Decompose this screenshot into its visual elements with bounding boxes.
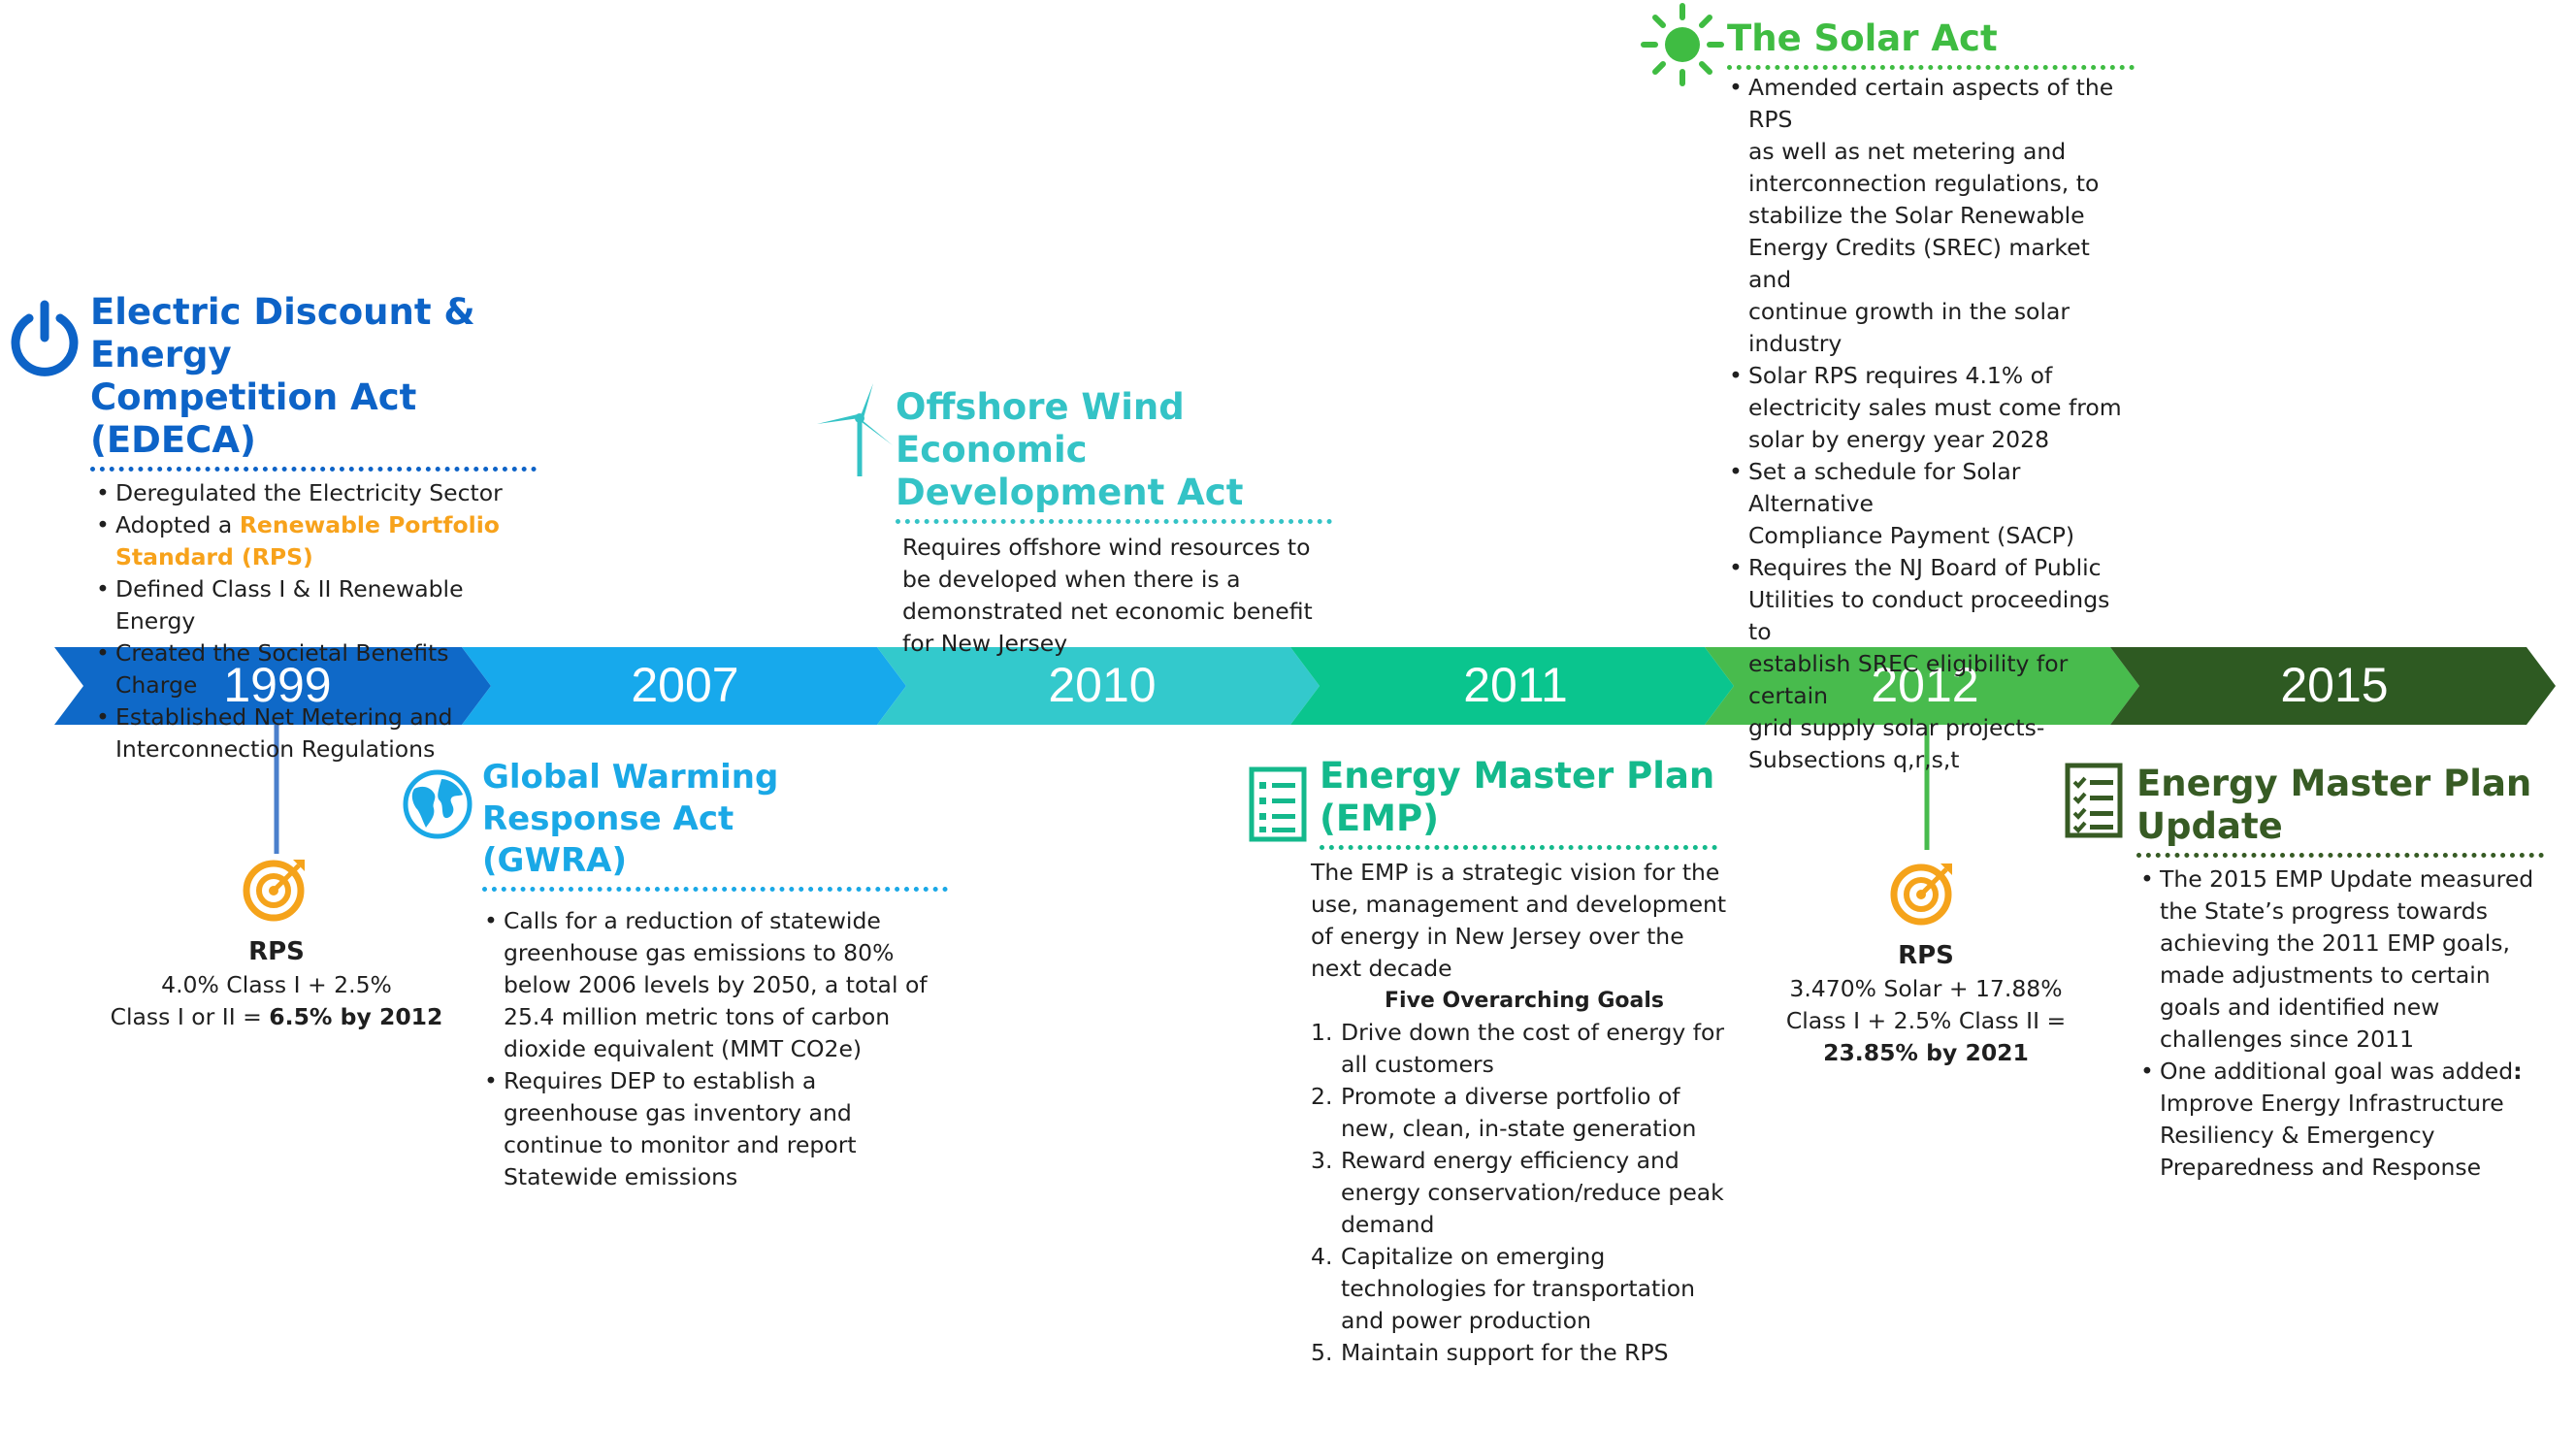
rps-2012-line2: Class I + 2.5% Class II = <box>1785 1007 2067 1034</box>
list-item: Requires the NJ Board of PublicUtilities… <box>1727 552 2135 776</box>
target-icon <box>243 860 305 922</box>
gwra-title: Global Warming Response Act (GWRA) <box>482 757 948 892</box>
emp-update-title: Energy Master Plan Update <box>2136 763 2544 858</box>
list-item: Established Net Metering andInterconnect… <box>94 701 537 765</box>
edeca-bullets: Deregulated the Electricity Sector Adopt… <box>94 477 537 765</box>
power-icon <box>11 300 79 376</box>
emp-title-line1: Energy Master Plan <box>1320 755 1715 797</box>
edeca-title-line2: Competition Act (EDECA) <box>90 376 417 461</box>
rps-1999-line2: Class I or II = 6.5% by 2012 <box>110 1003 443 1030</box>
timeline-segment-2010 <box>877 647 1320 725</box>
year-2010: 2010 <box>1048 658 1157 712</box>
target-icon <box>1890 863 1952 926</box>
rps-2012: RPS 3.470% Solar + 17.88% Class I + 2.5%… <box>1737 938 2115 1069</box>
gwra-title-line2: (GWRA) <box>482 841 627 880</box>
timeline-segment-2011 <box>1290 647 1734 725</box>
list-item: Created the Societal Benefits Charge <box>94 637 537 701</box>
sun-icon <box>1641 3 1724 86</box>
emp-block: Energy Master Plan (EMP) <box>1320 755 1717 850</box>
timeline-segment-2015 <box>2110 647 2556 725</box>
emp-title: Energy Master Plan (EMP) <box>1320 755 1717 850</box>
year-2015: 2015 <box>2280 658 2389 712</box>
gwra-block: Global Warming Response Act (GWRA) Calls… <box>482 757 948 1193</box>
rps-1999-line1: 4.0% Class I + 2.5% <box>161 971 392 998</box>
list-item: One additional goal was added:Improve En… <box>2138 1056 2544 1184</box>
rps-2012-line1: 3.470% Solar + 17.88% <box>1789 975 2063 1002</box>
edeca-title: Electric Discount & Energy Competition A… <box>90 291 537 472</box>
edeca-block: Electric Discount & Energy Competition A… <box>90 291 537 765</box>
year-2011: 2011 <box>1463 658 1568 712</box>
gwra-title-line1: Global Warming Response Act <box>482 758 779 838</box>
rps-2012-title: RPS <box>1898 941 1954 970</box>
emp-goals-title: Five Overarching Goals <box>1385 989 1664 1013</box>
year-2007: 2007 <box>631 658 739 712</box>
gwra-bullets: Calls for a reduction of statewidegreenh… <box>482 905 948 1193</box>
rps-2012-line3: 23.85% by 2021 <box>1823 1039 2029 1066</box>
rps-1999-title: RPS <box>248 937 305 966</box>
list-item: 5.Maintain support for the RPS <box>1311 1339 1669 1366</box>
emp-update-block: Energy Master Plan Update The 2015 EMP U… <box>2136 763 2544 1184</box>
checklist-icon <box>2065 763 2123 838</box>
emp-update-title-line1: Energy Master Plan <box>2136 763 2532 804</box>
edeca-title-line1: Electric Discount & Energy <box>90 291 475 375</box>
solar-block: The Solar Act Amended certain aspects of… <box>1727 17 2135 776</box>
list-item: Defined Class I & II Renewable Energy <box>94 573 537 637</box>
list-item: Calls for a reduction of statewidegreenh… <box>482 905 948 1065</box>
solar-title: The Solar Act <box>1727 17 2135 70</box>
rps-1999: RPS 4.0% Class I + 2.5% Class I or II = … <box>87 934 466 1033</box>
wind-title: Offshore Wind Economic Development Act <box>896 386 1332 524</box>
wind-block: Offshore Wind Economic Development Act R… <box>896 386 1332 660</box>
checklist-icon <box>1249 766 1307 842</box>
timeline-segment-2007 <box>462 647 906 725</box>
globe-icon <box>403 769 473 839</box>
wind-title-line2: Development Act <box>896 472 1244 513</box>
list-item: Deregulated the Electricity Sector <box>94 477 537 509</box>
wind-turbine-icon <box>817 383 893 476</box>
list-item: Set a schedule for Solar AlternativeComp… <box>1727 456 2135 552</box>
emp-update-title-line2: Update <box>2136 805 2283 847</box>
wind-title-line1: Offshore Wind Economic <box>896 386 1185 471</box>
emp-title-line2: (EMP) <box>1320 798 1440 839</box>
